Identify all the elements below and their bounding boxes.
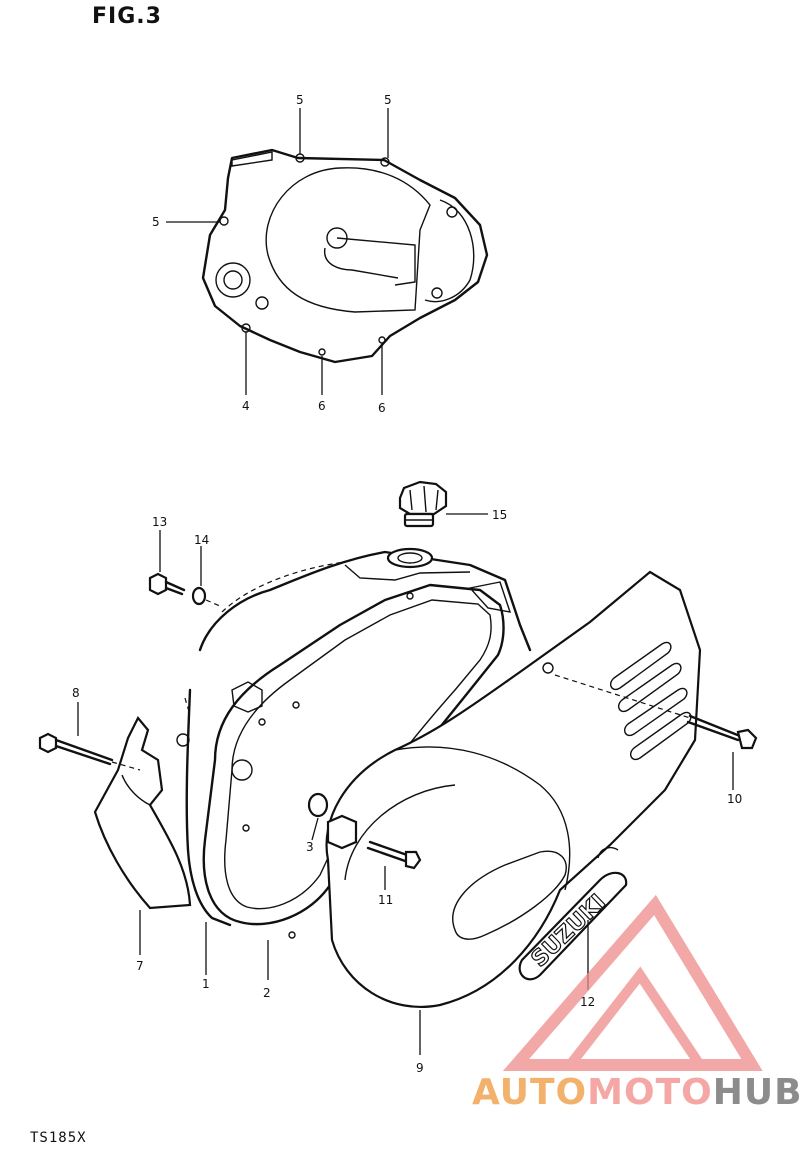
callout-4: 4 [242,399,250,413]
callout-15: 15 [492,508,507,522]
callout-5a: 5 [296,93,304,107]
callout-13: 13 [152,515,167,529]
bolt-13 [148,572,186,596]
callout-1: 1 [202,977,210,991]
callout-2: 2 [263,986,271,1000]
crankcase-cover-1 [176,550,532,927]
callout-11: 11 [378,893,393,907]
bolt-8 [38,732,114,766]
callout-9: 9 [416,1061,424,1075]
callout-6a: 6 [318,399,326,413]
callout-14: 14 [194,533,209,547]
inner-cover-top-view [201,148,489,364]
callout-5b: 5 [384,93,392,107]
callout-6b: 6 [378,401,386,415]
model-code: TS185X [30,1130,87,1146]
watermark-triangle [502,894,763,1071]
callout-5c: 5 [152,215,160,229]
callout-7: 7 [136,959,144,973]
filler-neck [386,547,434,569]
clutch-cover-9 [325,570,702,1008]
watermark-logo-text: AUTOMOTOHUB [472,1072,800,1113]
figure-title: FIG.3 [92,4,162,29]
watermark-hub: HUB [712,1072,800,1113]
watermark-moto: MOTO [587,1072,713,1113]
oil-filler-cap [398,480,448,528]
dowel-pin-3 [307,792,329,818]
callout-12: 12 [580,995,595,1009]
callout-8: 8 [72,686,80,700]
bracket-7 [93,716,192,910]
washer-14 [191,586,207,606]
bolt-10 [686,714,758,750]
screw-11 [366,840,422,870]
callout-10: 10 [727,792,742,806]
callout-3: 3 [306,840,314,854]
nut [326,814,358,850]
watermark-auto: AUTO [472,1072,588,1113]
